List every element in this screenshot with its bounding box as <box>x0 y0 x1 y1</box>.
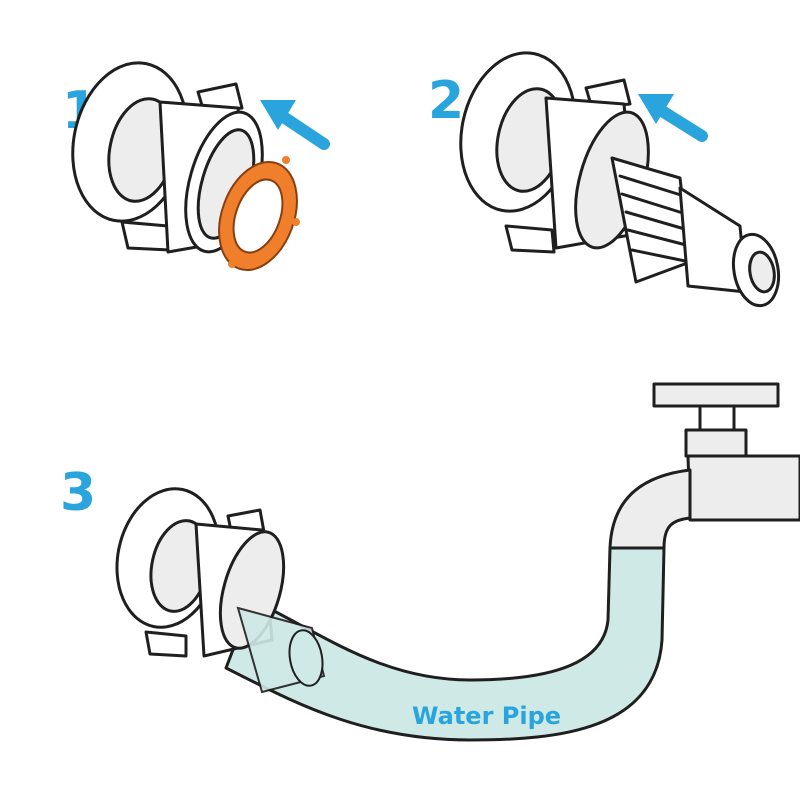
faucet-collar <box>684 428 748 458</box>
faucet-stem <box>698 404 736 432</box>
adapter-ear-bottom <box>504 224 556 254</box>
washer-hole <box>232 178 284 254</box>
step-1-arrow-icon <box>260 100 330 150</box>
faucet-spout <box>608 468 692 550</box>
connector-tip-bore <box>748 250 776 294</box>
step-2-group: 2 <box>428 51 781 308</box>
pipe-label: Water Pipe <box>412 702 561 730</box>
step-2-arrow-icon <box>638 94 708 142</box>
rubber-washer <box>218 156 300 272</box>
pipe-body <box>224 546 666 742</box>
connector-in-pipe-tip <box>288 629 324 687</box>
washer-tab <box>282 156 290 164</box>
washer-tab <box>228 260 236 268</box>
step-1-adapter <box>71 61 264 254</box>
step-3-adapter <box>115 487 326 694</box>
step-3-group: 3 Water Pipe <box>60 382 800 742</box>
threaded-quick-connector <box>610 156 781 308</box>
faucet-body <box>686 454 800 522</box>
adapter-ear-bottom <box>144 630 188 658</box>
step-1-group: 1 <box>62 61 330 272</box>
faucet <box>608 382 800 550</box>
step-2-number: 2 <box>428 71 464 131</box>
washer-tab <box>292 218 300 226</box>
water-pipe <box>224 546 666 742</box>
adapter-ear-bottom <box>120 220 172 252</box>
faucet-handle <box>652 382 780 408</box>
step-3-number: 3 <box>60 463 96 523</box>
